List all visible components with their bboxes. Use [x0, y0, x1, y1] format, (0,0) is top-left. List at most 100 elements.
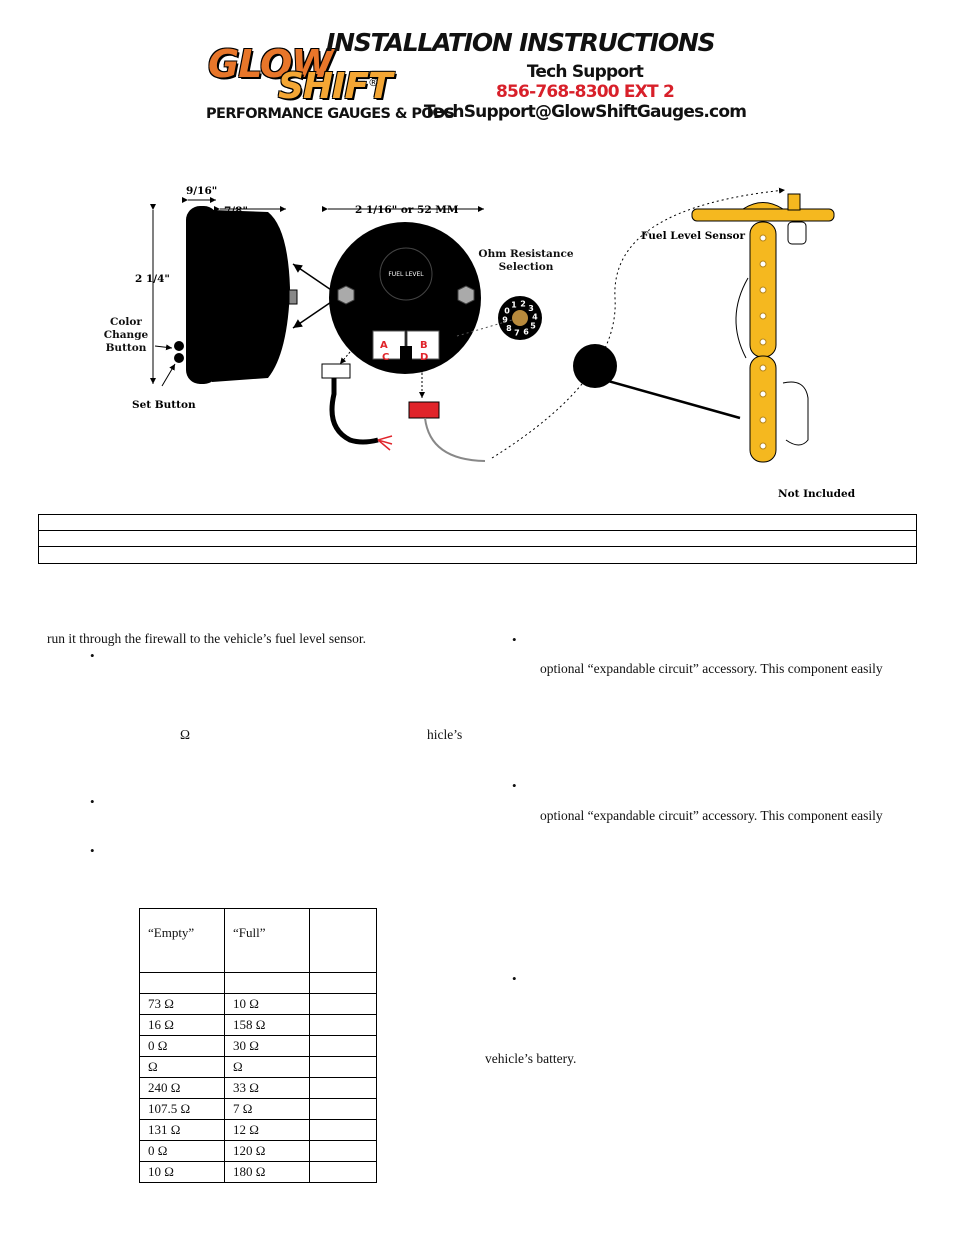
logo-shift-text: SHIFT	[278, 66, 393, 107]
bullet-5: •	[512, 778, 517, 793]
gauge-side-view	[174, 206, 298, 384]
cell-empty: 16 Ω	[139, 1014, 225, 1036]
cell-empty: 131 Ω	[139, 1119, 225, 1141]
cell-full: 158 Ω	[224, 1014, 310, 1036]
cell-blank	[309, 1119, 377, 1141]
right-vehicle-battery: vehicle’s battery.	[485, 1051, 577, 1066]
sensor-contact-dot	[759, 442, 767, 450]
sensor-contact-dot	[759, 286, 767, 294]
right-optional-circuit-1: optional “expandable circuit” accessory.…	[540, 661, 883, 676]
tech-support-email: TechSupport@GlowShiftGauges.com	[423, 102, 747, 122]
ohm-resistance-selection-label: Ohm Resistance Selection	[478, 248, 574, 273]
cell-full: Ω	[224, 1056, 310, 1078]
cell-empty: 73 Ω	[139, 993, 225, 1015]
sensor-contact-dot	[759, 416, 767, 424]
connector-b-label: B	[420, 340, 428, 351]
info-box-row	[39, 531, 916, 547]
bullet-3: •	[90, 843, 95, 858]
sensor-contact-dot	[759, 260, 767, 268]
cell-empty: Ω	[139, 1056, 225, 1078]
dim-diameter-label: 2 1/16" or 52 MM	[355, 204, 459, 216]
cell-full: 30 Ω	[224, 1035, 310, 1057]
cell-full: 120 Ω	[224, 1140, 310, 1162]
dial-digit: 4	[532, 312, 538, 321]
header-blank	[309, 908, 377, 973]
cell-blank	[309, 993, 377, 1015]
dial-digit: 7	[514, 329, 520, 338]
right-optional-circuit-2: optional “expandable circuit” accessory.…	[540, 808, 883, 823]
cell-blank	[309, 1014, 377, 1036]
bullet-2: •	[90, 794, 95, 809]
connector-c-label: C	[382, 352, 389, 363]
dim-height-label: 2 1/4"	[135, 273, 170, 285]
cell-blank	[309, 1161, 377, 1183]
bullet-1: •	[90, 648, 95, 663]
header-full: “Full”	[224, 908, 310, 973]
cell-full: 10 Ω	[224, 993, 310, 1015]
dial-digit: 9	[502, 316, 508, 325]
fuel-level-sensor-label: Fuel Level Sensor	[641, 230, 746, 242]
cell-blank	[309, 1035, 377, 1057]
dim-depth-body-label: 7/8"	[224, 205, 248, 217]
tech-support-phone: 856-768-8300 EXT 2	[496, 82, 675, 102]
dial-digit: 5	[530, 322, 536, 331]
bullet-6: •	[512, 971, 517, 986]
ohm-dial	[456, 296, 542, 340]
bullet-4: •	[512, 632, 517, 647]
logo-registered-mark: ®	[368, 76, 379, 89]
not-included-label: Not Included	[778, 488, 856, 500]
dim-depth-front-label: 9/16"	[186, 185, 217, 197]
cell-full: 180 Ω	[224, 1161, 310, 1183]
logo-glow-text: GLOW	[208, 42, 333, 86]
table-spacer-row	[139, 972, 377, 994]
left-fragment: hicle’s	[427, 727, 463, 742]
dial-digit: 0	[504, 307, 510, 316]
tech-support-block: Tech Support 856-768-8300 EXT 2 TechSupp…	[410, 62, 760, 122]
left-line-firewall: run it through the firewall to the vehic…	[47, 631, 367, 646]
gauge-face-label: FUEL LEVEL	[388, 271, 424, 278]
cell-full: 33 Ω	[224, 1077, 310, 1099]
sensor-contact-dot	[759, 338, 767, 346]
installation-diagram: 9/16" 7/8" 2 1/4" 2 1/16" or 52 MM FUEL …	[132, 185, 856, 500]
dial-digit: 2	[520, 299, 526, 308]
cell-blank	[309, 1056, 377, 1078]
table-header-row: “Empty” “Full”	[139, 908, 377, 973]
tech-support-label: Tech Support	[526, 62, 644, 82]
dial-digit: 6	[523, 328, 529, 337]
cell-blank	[309, 1077, 377, 1099]
cell-empty: 0 Ω	[139, 1140, 225, 1162]
dial-digit: 1	[511, 300, 517, 309]
wire-harness	[321, 187, 786, 462]
sensor-contact-dot	[759, 364, 767, 372]
sensor-contact-dot	[759, 234, 767, 242]
cell-empty: 107.5 Ω	[139, 1098, 225, 1120]
cell-empty: 10 Ω	[139, 1161, 225, 1183]
gauge-back-view	[329, 222, 481, 374]
connector-a-label: A	[380, 340, 388, 351]
header-empty: “Empty”	[139, 908, 225, 973]
cell-empty: 240 Ω	[139, 1077, 225, 1099]
logo-tagline: PERFORMANCE GAUGES & PODS	[206, 106, 455, 122]
color-change-button-label: Color Change Button	[103, 316, 149, 354]
cell-blank	[309, 1140, 377, 1162]
cell-full: 7 Ω	[224, 1098, 310, 1120]
dial-digit: 3	[528, 304, 534, 313]
left-omega: Ω	[180, 727, 191, 742]
sensor-contact-dot	[759, 312, 767, 320]
dial-digit: 8	[506, 324, 512, 333]
cell-blank	[309, 1098, 377, 1120]
connector-d-label: D	[420, 352, 428, 363]
info-box-row	[39, 547, 916, 563]
glowshift-logo: GLOW SHIFT ® PERFORMANCE GAUGES & PODS	[206, 38, 455, 128]
set-button-label: Set Button	[132, 399, 196, 411]
